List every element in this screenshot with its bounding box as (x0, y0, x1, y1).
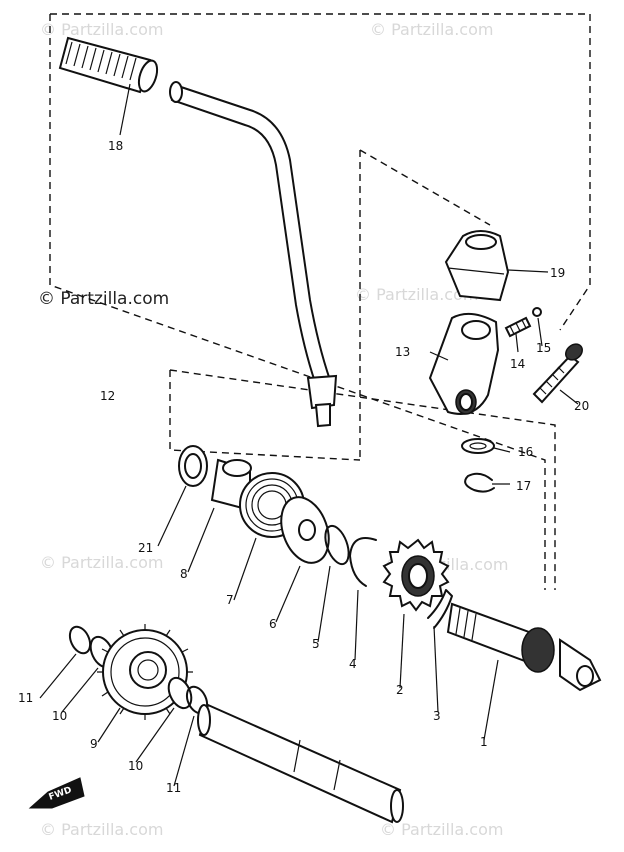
callout-10-left: 10 (52, 709, 67, 723)
idle-gear (97, 624, 193, 720)
kick-boss (428, 312, 500, 415)
callout-13: 13 (395, 345, 410, 359)
callout-4: 4 (349, 657, 357, 671)
assembly-outline (49, 13, 591, 590)
kick-gear (382, 538, 450, 612)
callout-8: 8 (180, 567, 188, 581)
clamp-bolt (532, 343, 583, 404)
callout-20: 20 (574, 399, 589, 413)
callout-15: 15 (536, 341, 551, 355)
callout-3: 3 (433, 709, 441, 723)
bushing (178, 445, 208, 487)
callout-16: 16 (518, 445, 533, 459)
callout-11-right: 11 (166, 781, 181, 795)
callouts: 18 19 13 14 15 20 12 16 17 21 8 7 6 5 4 … (18, 139, 589, 795)
callout-19: 19 (550, 266, 565, 280)
callout-6: 6 (269, 617, 277, 631)
detent-ball (532, 307, 542, 317)
callout-21: 21 (138, 541, 153, 555)
watermark: © Partzilla.com (40, 20, 163, 39)
watermark: © Partzilla.com (355, 285, 478, 304)
callout-10-right: 10 (128, 759, 143, 773)
callout-11-left: 11 (18, 691, 33, 705)
washer-hole (469, 442, 487, 450)
detent-spring (504, 316, 532, 338)
callout-1: 1 (480, 735, 488, 749)
circlip-11-left (68, 625, 92, 655)
circlip-4 (349, 537, 377, 587)
callout-17: 17 (516, 479, 531, 493)
callout-18: 18 (108, 139, 123, 153)
circlip-5 (324, 524, 350, 566)
watermark: © Partzilla.com (380, 820, 503, 839)
pedal-boot (444, 230, 510, 302)
callout-5: 5 (312, 637, 320, 651)
idle-shaft (197, 703, 404, 824)
kick-clip (427, 589, 453, 629)
callout-2: 2 (396, 683, 404, 697)
watermark: © Partzilla.com (40, 820, 163, 839)
callout-12: 12 (100, 389, 115, 403)
callout-14: 14 (510, 357, 525, 371)
forward-arrow: FWD (28, 777, 85, 809)
circlip (464, 472, 495, 493)
plain-washer (461, 438, 495, 454)
kick-arm (169, 81, 338, 428)
kick-axle (446, 602, 602, 692)
callout-7: 7 (226, 593, 234, 607)
kick-grip (58, 36, 159, 94)
lever-outline (169, 149, 556, 590)
watermark: © Partzilla.com (40, 553, 163, 572)
callout-9: 9 (90, 737, 98, 751)
watermark: © Partzilla.com (370, 20, 493, 39)
watermark-main: © Partzilla.com (38, 289, 169, 309)
spring-cover (280, 496, 330, 564)
leader-lines (39, 83, 579, 787)
